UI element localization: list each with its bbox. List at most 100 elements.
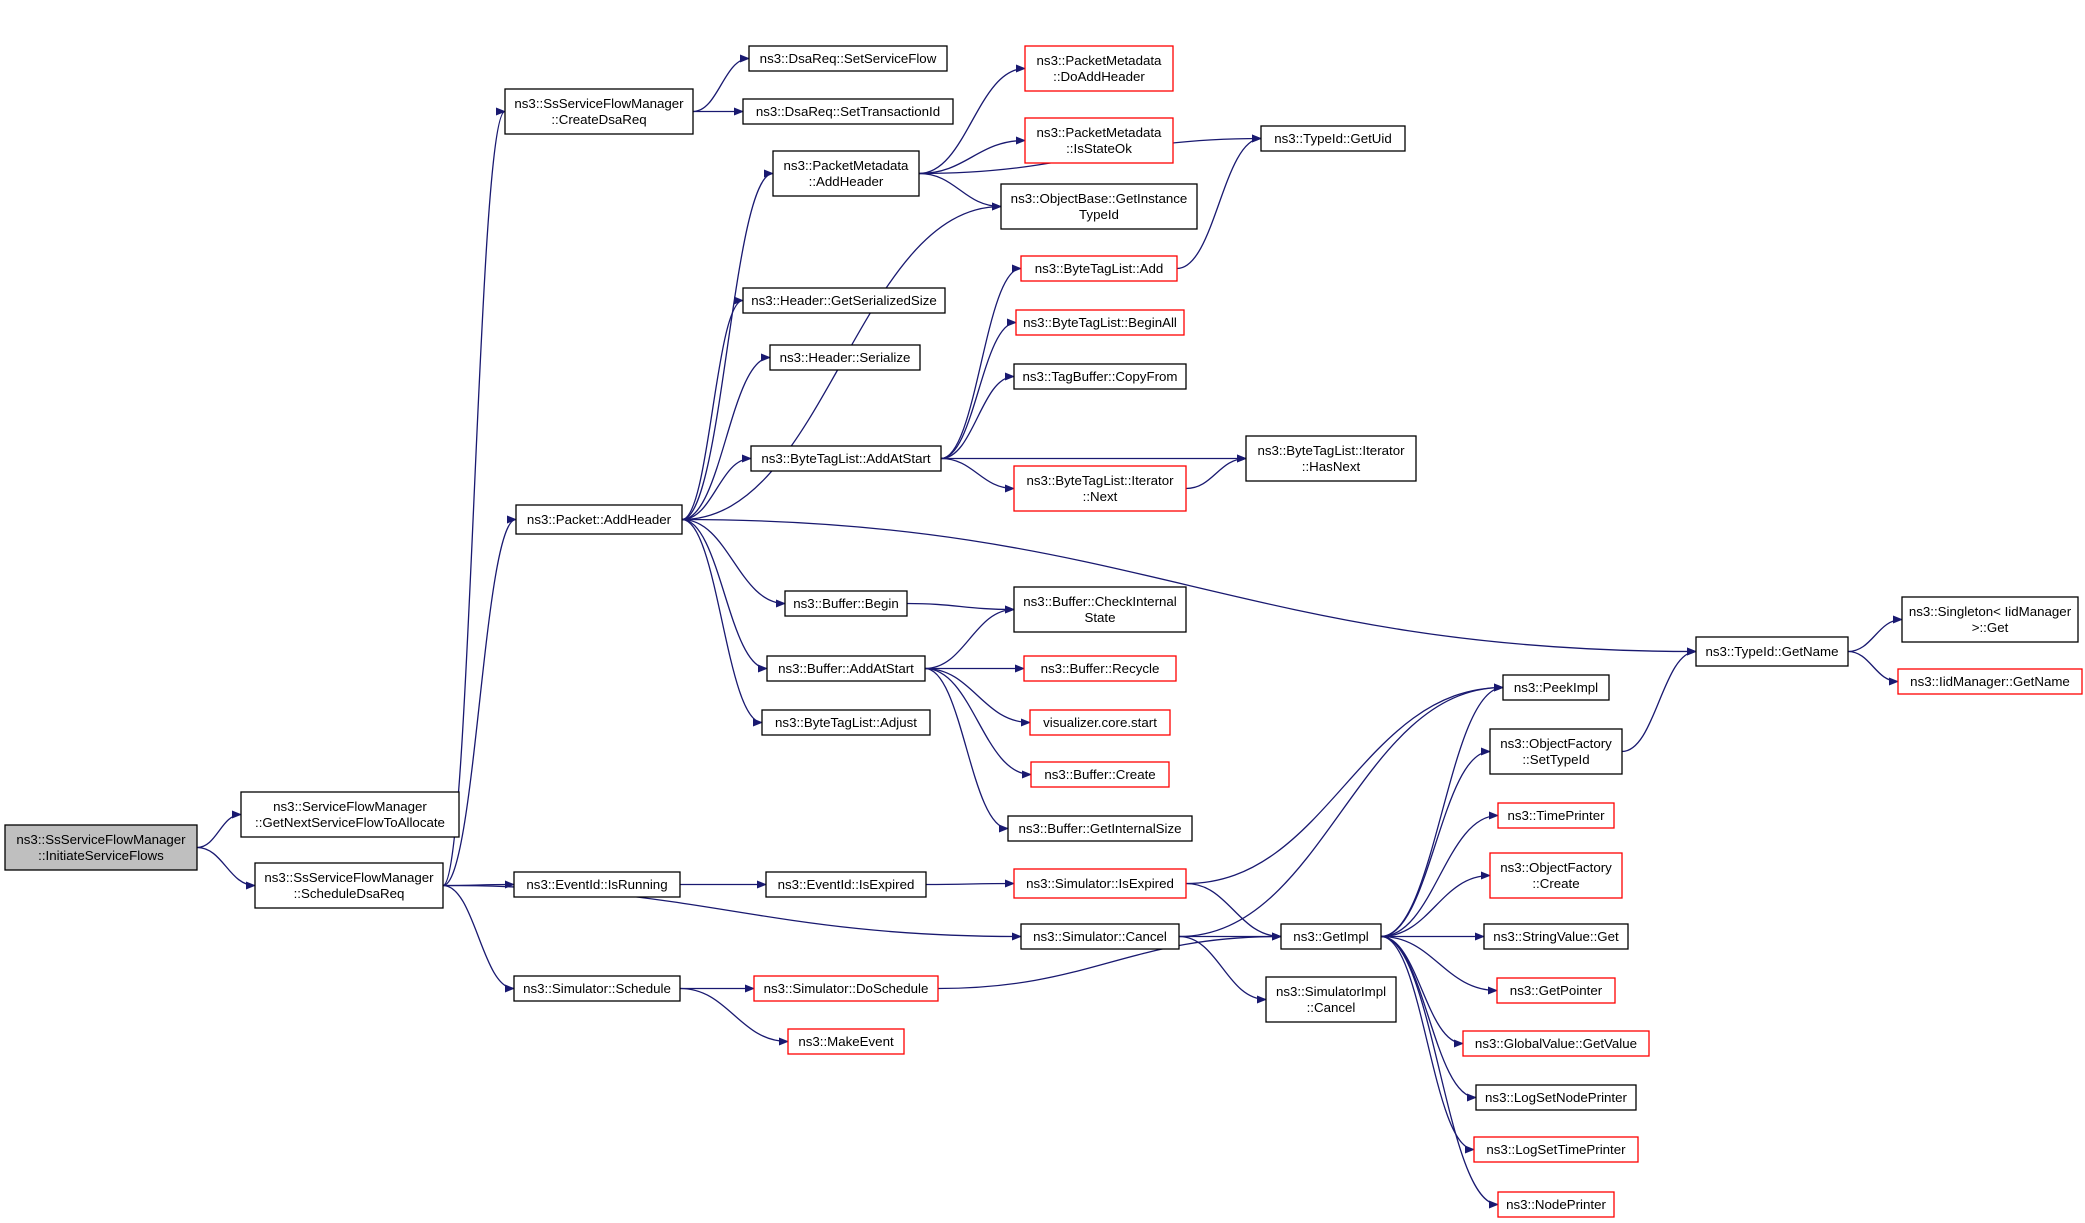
node-eventidisrunning[interactable]: ns3::EventId::IsRunning bbox=[513, 871, 681, 898]
node-pmdoaddheader[interactable]: ns3::PacketMetadata::DoAddHeader bbox=[1024, 45, 1174, 92]
node-tagbuffercopyfrom[interactable]: ns3::TagBuffer::CopyFrom bbox=[1013, 363, 1187, 390]
edge-bufferaddatstart-to-buffercreate bbox=[924, 667, 1032, 779]
node-getpointer[interactable]: ns3::GetPointer bbox=[1496, 977, 1616, 1004]
node-pmaddheader[interactable]: ns3::PacketMetadata::AddHeader bbox=[772, 150, 920, 197]
node-singletonget[interactable]: ns3::Singleton< IidManager>::Get bbox=[1901, 596, 2079, 643]
edge-btladdatstart-to-btlbeginall bbox=[940, 318, 1017, 460]
node-label: ns3::Buffer::Create bbox=[1044, 767, 1155, 782]
node-packetaddheader[interactable]: ns3::Packet::AddHeader bbox=[515, 504, 683, 535]
node-box bbox=[1245, 435, 1417, 482]
node-btliteratorhasnext[interactable]: ns3::ByteTagList::Iterator::HasNext bbox=[1245, 435, 1417, 482]
node-typeidgetname[interactable]: ns3::TypeId::GetName bbox=[1695, 636, 1849, 667]
node-btladdatstart[interactable]: ns3::ByteTagList::AddAtStart bbox=[750, 445, 942, 472]
node-peekimpl[interactable]: ns3::PeekImpl bbox=[1502, 674, 1610, 701]
node-box bbox=[1000, 183, 1198, 230]
node-typeidgetuid[interactable]: ns3::TypeId::GetUid bbox=[1260, 125, 1406, 152]
node-simulatorisexpired[interactable]: ns3::Simulator::IsExpired bbox=[1013, 868, 1187, 899]
node-eventidisexpired[interactable]: ns3::EventId::IsExpired bbox=[765, 871, 927, 898]
node-label: ::SetTypeId bbox=[1522, 752, 1589, 767]
node-buffercreate[interactable]: ns3::Buffer::Create bbox=[1030, 761, 1170, 788]
node-headerserialize[interactable]: ns3::Header::Serialize bbox=[769, 344, 921, 371]
edge-pmaddheader-to-getinstancetypeid bbox=[918, 172, 1002, 211]
node-label: ns3::Buffer::Begin bbox=[793, 596, 898, 611]
node-box bbox=[1497, 1191, 1615, 1218]
edge-packetaddheader-to-bufferbegin bbox=[681, 518, 786, 608]
node-bufferaddatstart[interactable]: ns3::Buffer::AddAtStart bbox=[766, 655, 926, 682]
node-headergetserializedsize[interactable]: ns3::Header::GetSerializedSize bbox=[742, 287, 946, 314]
node-label: ::InitiateServiceFlows bbox=[38, 848, 164, 863]
edge-getimpl-to-logsettimeprinter bbox=[1380, 935, 1475, 1154]
node-btladd[interactable]: ns3::ByteTagList::Add bbox=[1020, 255, 1178, 282]
node-btliteratornext[interactable]: ns3::ByteTagList::Iterator::Next bbox=[1013, 465, 1187, 512]
edge-packetaddheader-to-btladdatstart bbox=[681, 454, 752, 521]
node-label: ns3::ByteTagList::BeginAll bbox=[1023, 315, 1177, 330]
node-objectfactorysettypeid[interactable]: ns3::ObjectFactory::SetTypeId bbox=[1489, 728, 1623, 775]
node-label: ns3::PeekImpl bbox=[1514, 680, 1598, 695]
node-label: ns3::PacketMetadata bbox=[1037, 125, 1163, 140]
node-nodeprinter[interactable]: ns3::NodePrinter bbox=[1497, 1191, 1615, 1218]
node-box bbox=[1013, 363, 1187, 390]
edge-simulatorcancel-to-simulatorimplcancel bbox=[1178, 935, 1267, 1004]
node-label: ns3::SimulatorImpl bbox=[1276, 984, 1386, 999]
edge-root-to-scheduledsareq bbox=[196, 846, 256, 890]
node-box bbox=[784, 590, 908, 617]
node-btladjust[interactable]: ns3::ByteTagList::Adjust bbox=[761, 709, 931, 736]
node-simulatordoschedule[interactable]: ns3::Simulator::DoSchedule bbox=[753, 975, 939, 1002]
node-box bbox=[1024, 45, 1174, 92]
node-bufferbegin[interactable]: ns3::Buffer::Begin bbox=[784, 590, 908, 617]
node-box bbox=[1475, 1084, 1637, 1111]
node-label: ns3::SsServiceFlowManager bbox=[514, 96, 684, 111]
node-iidmanagergetname[interactable]: ns3::IidManager::GetName bbox=[1897, 668, 2083, 695]
node-visualizercorestart[interactable]: visualizer.core.start bbox=[1029, 709, 1171, 736]
node-objectfactorycreate[interactable]: ns3::ObjectFactory::Create bbox=[1489, 852, 1623, 899]
node-root[interactable]: ns3::SsServiceFlowManager::InitiateServi… bbox=[4, 824, 198, 871]
node-label: ns3::IidManager::GetName bbox=[1910, 674, 2070, 689]
node-getnextsf[interactable]: ns3::ServiceFlowManager::GetNextServiceF… bbox=[240, 791, 460, 838]
node-label: ns3::SsServiceFlowManager bbox=[16, 832, 186, 847]
node-simulatorimplcancel[interactable]: ns3::SimulatorImpl::Cancel bbox=[1265, 976, 1397, 1023]
node-box bbox=[1030, 761, 1170, 788]
node-label: ns3::EventId::IsRunning bbox=[526, 877, 667, 892]
node-box bbox=[1473, 1136, 1639, 1163]
edge-packetaddheader-to-headergetserializedsize bbox=[681, 296, 744, 521]
node-label: ns3::Buffer::CheckInternal bbox=[1023, 594, 1177, 609]
node-logsettimeprinter[interactable]: ns3::LogSetTimePrinter bbox=[1473, 1136, 1639, 1163]
edge-objectfactorysettypeid-to-typeidgetname bbox=[1621, 647, 1697, 753]
edge-btladdatstart-to-tagbuffercopyfrom bbox=[940, 372, 1015, 460]
edge-pmaddheader-to-pmisstateok bbox=[918, 136, 1026, 175]
node-buffergetinternalsize[interactable]: ns3::Buffer::GetInternalSize bbox=[1007, 815, 1193, 842]
node-setserviceflow[interactable]: ns3::DsaReq::SetServiceFlow bbox=[748, 45, 948, 72]
node-box bbox=[515, 504, 683, 535]
node-bufferrecycle[interactable]: ns3::Buffer::Recycle bbox=[1023, 655, 1177, 682]
node-label: ns3::StringValue::Get bbox=[1493, 929, 1619, 944]
node-createdsareq[interactable]: ns3::SsServiceFlowManager::CreateDsaReq bbox=[504, 88, 694, 135]
node-stringvalueget[interactable]: ns3::StringValue::Get bbox=[1483, 923, 1629, 950]
edge-bufferaddatstart-to-buffergetinternalsize bbox=[924, 667, 1009, 833]
node-settransactionid[interactable]: ns3::DsaReq::SetTransactionId bbox=[742, 98, 954, 125]
node-getimpl[interactable]: ns3::GetImpl bbox=[1280, 923, 1382, 950]
node-label: ns3::Packet::AddHeader bbox=[527, 512, 672, 527]
node-label: ns3::Simulator::DoSchedule bbox=[764, 981, 929, 996]
node-label: ns3::ByteTagList::Adjust bbox=[775, 715, 917, 730]
node-globalvaluegetvalue[interactable]: ns3::GlobalValue::GetValue bbox=[1462, 1030, 1650, 1057]
node-pmisstateok[interactable]: ns3::PacketMetadata::IsStateOk bbox=[1024, 117, 1174, 164]
edge-typeidgetname-to-singletonget bbox=[1847, 615, 1903, 653]
node-scheduledsareq[interactable]: ns3::SsServiceFlowManager::ScheduleDsaRe… bbox=[254, 862, 444, 909]
node-btlbeginall[interactable]: ns3::ByteTagList::BeginAll bbox=[1015, 309, 1185, 336]
node-logsetnodeprinter[interactable]: ns3::LogSetNodePrinter bbox=[1475, 1084, 1637, 1111]
node-label: ns3::Simulator::Cancel bbox=[1033, 929, 1167, 944]
node-label: ns3::Simulator::Schedule bbox=[523, 981, 671, 996]
node-timeprinter[interactable]: ns3::TimePrinter bbox=[1497, 802, 1615, 829]
edge-pmaddheader-to-pmdoaddheader bbox=[918, 64, 1026, 175]
node-makeevent[interactable]: ns3::MakeEvent bbox=[787, 1028, 905, 1055]
node-label: ns3::ByteTagList::AddAtStart bbox=[761, 451, 931, 466]
node-label: ns3::ByteTagList::Iterator bbox=[1257, 443, 1405, 458]
node-box bbox=[742, 98, 954, 125]
node-label: ns3::Header::Serialize bbox=[780, 350, 911, 365]
node-simulatorcancel[interactable]: ns3::Simulator::Cancel bbox=[1020, 923, 1180, 950]
node-label: ns3::ServiceFlowManager bbox=[273, 799, 427, 814]
node-simulatorschedule[interactable]: ns3::Simulator::Schedule bbox=[513, 975, 681, 1002]
